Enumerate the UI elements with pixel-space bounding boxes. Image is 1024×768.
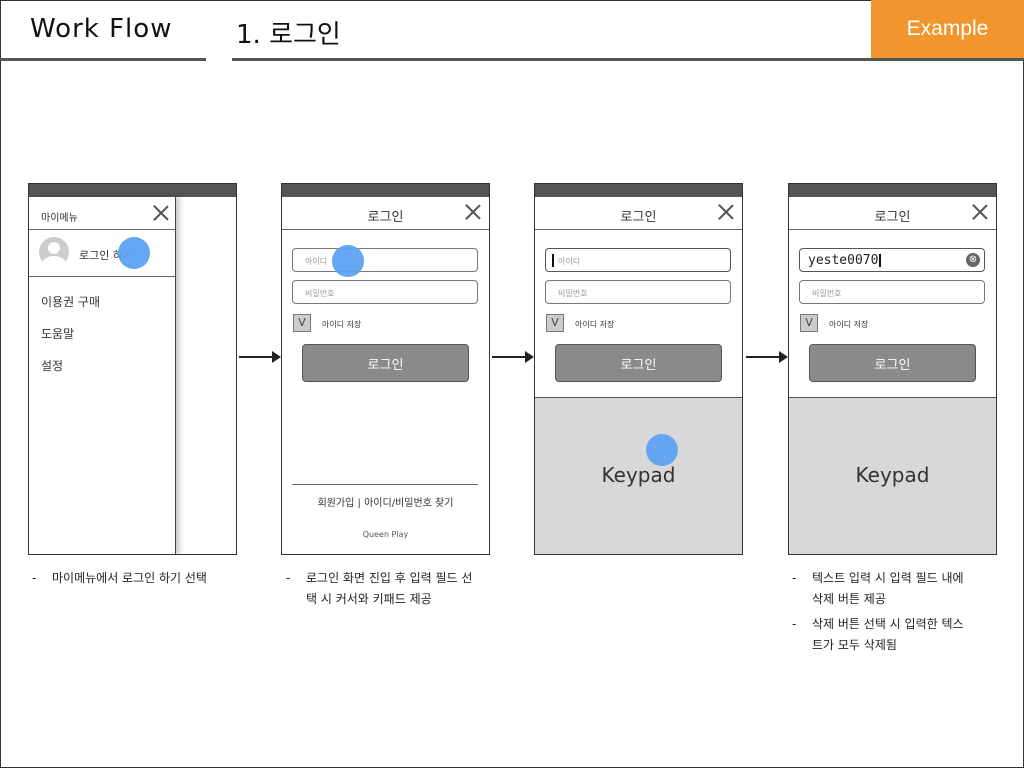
remember-id-checkbox[interactable]: V <box>546 314 564 332</box>
close-icon[interactable] <box>465 204 481 220</box>
screen-title: 로그인 <box>367 210 404 225</box>
remember-id-checkbox[interactable]: V <box>800 314 818 332</box>
tap-indicator <box>332 245 364 277</box>
keypad[interactable]: Keypad <box>535 397 742 554</box>
divider <box>789 229 996 230</box>
title-underline-right <box>232 58 1024 61</box>
side-menu-panel: 마이메뉴 로그인 하기 이용권 구매 도움말 설정 <box>29 197 176 554</box>
note-menu: -마이메뉴에서 로그인 하기 선택 <box>32 571 207 585</box>
keypad-label: Keypad <box>601 463 676 487</box>
keypad[interactable]: Keypad <box>789 397 996 554</box>
screen-my-menu: 마이메뉴 로그인 하기 이용권 구매 도움말 설정 <box>28 183 237 555</box>
screen-title: 로그인 <box>874 210 911 225</box>
menu-item-purchase[interactable]: 이용권 구매 <box>41 295 101 309</box>
id-value: yeste0070 <box>808 253 882 268</box>
footer-links[interactable]: 회원가입 | 아이디/비밀번호 찾기 <box>317 498 454 509</box>
menu-title: 마이메뉴 <box>41 213 78 224</box>
status-bar <box>535 184 742 197</box>
flow-arrow <box>746 351 788 363</box>
divider <box>292 484 478 485</box>
password-field[interactable]: 비밀번호 <box>799 280 985 304</box>
remember-id-label: 아이디 저장 <box>829 320 869 329</box>
tap-indicator <box>646 434 678 466</box>
id-field[interactable]: yeste0070 ⊗ <box>799 248 985 272</box>
screen-login-focus: 로그인 아이디 비밀번호 V 아이디 저장 로그인 Keypad <box>534 183 743 555</box>
note-clear-action: -삭제 버튼 선택 시 입력한 텍스 트가 모두 삭제됨 <box>792 617 964 652</box>
remember-id-label: 아이디 저장 <box>322 320 362 329</box>
clear-icon[interactable]: ⊗ <box>966 253 980 267</box>
remember-id-label: 아이디 저장 <box>575 320 615 329</box>
id-field[interactable]: 아이디 <box>545 248 731 272</box>
divider <box>282 229 489 230</box>
workflow-title: Work Flow <box>30 14 173 44</box>
example-badge: Example <box>871 0 1024 58</box>
divider <box>535 229 742 230</box>
divider <box>29 276 175 277</box>
password-field[interactable]: 비밀번호 <box>292 280 478 304</box>
status-bar <box>789 184 996 197</box>
login-button[interactable]: 로그인 <box>302 344 469 382</box>
screen-login: 로그인 아이디 비밀번호 V 아이디 저장 로그인 회원가입 | 아이디/비밀번… <box>281 183 490 555</box>
flow-arrow <box>492 351 534 363</box>
screen-login-typed: 로그인 yeste0070 ⊗ 비밀번호 V 아이디 저장 로그인 Keypad <box>788 183 997 555</box>
divider <box>29 229 175 230</box>
id-field[interactable]: 아이디 <box>292 248 478 272</box>
note-login: -로그인 화면 진입 후 입력 필드 선 택 시 커서와 키패드 제공 <box>286 571 473 606</box>
remember-id-checkbox[interactable]: V <box>293 314 311 332</box>
screen-title: 로그인 <box>620 210 657 225</box>
tap-indicator <box>118 237 150 269</box>
brand-label: Queen Play <box>362 530 409 539</box>
status-bar <box>29 184 236 197</box>
keypad-label: Keypad <box>855 463 930 487</box>
menu-item-help[interactable]: 도움말 <box>41 327 75 341</box>
login-button[interactable]: 로그인 <box>809 344 976 382</box>
section-title: 1. 로그인 <box>236 20 341 50</box>
flow-arrow <box>239 351 281 363</box>
note-clear-button: -텍스트 입력 시 입력 필드 내에 삭제 버튼 제공 <box>792 571 964 606</box>
login-button[interactable]: 로그인 <box>555 344 722 382</box>
menu-item-settings[interactable]: 설정 <box>41 359 64 373</box>
text-cursor <box>552 254 554 267</box>
password-field[interactable]: 비밀번호 <box>545 280 731 304</box>
title-underline-left <box>0 58 206 61</box>
status-bar <box>282 184 489 197</box>
close-icon[interactable] <box>153 205 169 221</box>
close-icon[interactable] <box>972 204 988 220</box>
id-placeholder: 아이디 <box>558 257 581 266</box>
avatar <box>39 237 69 267</box>
close-icon[interactable] <box>718 204 734 220</box>
